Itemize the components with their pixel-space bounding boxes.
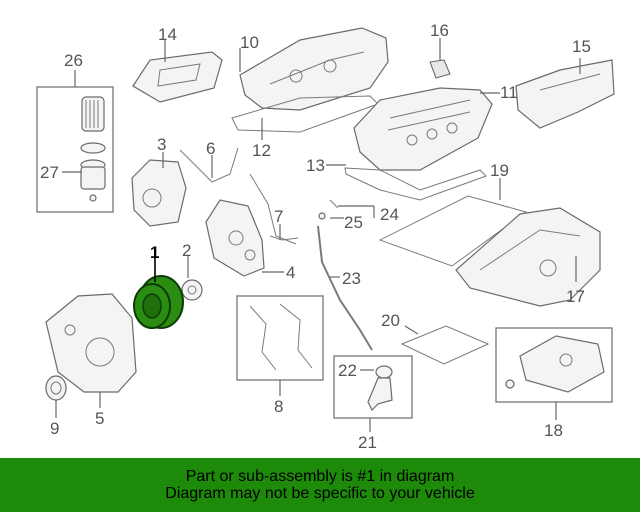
callout-1: 1	[150, 243, 159, 262]
valve-cover-right	[353, 87, 493, 171]
callout-27: 27	[40, 163, 59, 182]
callout-2: 2	[182, 241, 191, 260]
box-21	[333, 355, 413, 419]
callout-20: 20	[381, 311, 400, 330]
callout-17: 17	[566, 287, 585, 306]
box-18	[495, 327, 613, 403]
oil-filter-parts	[80, 96, 106, 202]
fastener-25	[318, 212, 326, 220]
crankshaft-seal-highlighted	[133, 275, 184, 329]
oil-level-sensor	[375, 365, 393, 379]
callout-3: 3	[157, 135, 166, 154]
callout-4: 4	[286, 263, 295, 282]
timing-gasket-7	[269, 235, 299, 241]
parts-diagram: 1 2 3 4 5 6 7 8 9 10 11 12 13 14 15 16 1…	[36, 21, 615, 452]
engine-cover-right	[515, 59, 615, 129]
disclaimer-line-1: Part or sub-assembly is #1 in diagram	[185, 468, 455, 485]
callout-9: 9	[50, 419, 59, 438]
callout-19: 19	[490, 161, 509, 180]
valve-cover-left	[239, 27, 389, 111]
callout-23: 23	[342, 269, 361, 288]
valve-cover-gasket-right	[344, 167, 487, 201]
front-seal-9	[45, 375, 67, 401]
callout-12: 12	[252, 141, 271, 160]
oil-pan-upper	[455, 207, 601, 307]
timing-cover-lower	[45, 293, 137, 393]
callout-26: 26	[64, 51, 83, 70]
callout-13: 13	[306, 156, 325, 175]
callout-25: 25	[344, 213, 363, 232]
callout-8: 8	[274, 397, 283, 416]
callout-7: 7	[274, 207, 283, 226]
crank-pulley-hub	[181, 279, 203, 301]
callout-22: 22	[338, 361, 357, 380]
callout-15: 15	[572, 37, 591, 56]
callout-labels: 1 2 3 4 5 6 7 8 9 10 11 12 13 14 15 16 1…	[40, 21, 591, 452]
callout-10: 10	[240, 33, 259, 52]
box-8	[236, 295, 324, 381]
oil-pan-gasket	[378, 195, 528, 267]
dipstick-tube	[317, 225, 373, 351]
disclaimer-banner: Part or sub-assembly is #1 in diagram Di…	[0, 458, 640, 512]
callout-14: 14	[158, 25, 177, 44]
timing-gasket-6	[179, 147, 239, 183]
callout-6: 6	[206, 139, 215, 158]
callout-5: 5	[95, 409, 104, 428]
callout-18: 18	[544, 421, 563, 440]
oil-cap	[429, 59, 451, 79]
disclaimer-line-2: Diagram may not be specific to your vehi…	[165, 485, 475, 502]
callout-11: 11	[500, 83, 518, 102]
callout-21: 21	[358, 433, 377, 452]
callout-16: 16	[430, 21, 449, 40]
engine-cover-left	[132, 51, 223, 103]
callout-24: 24	[380, 205, 399, 224]
timing-cover-4	[205, 199, 265, 277]
oil-pan-gasket-lower	[400, 325, 490, 365]
